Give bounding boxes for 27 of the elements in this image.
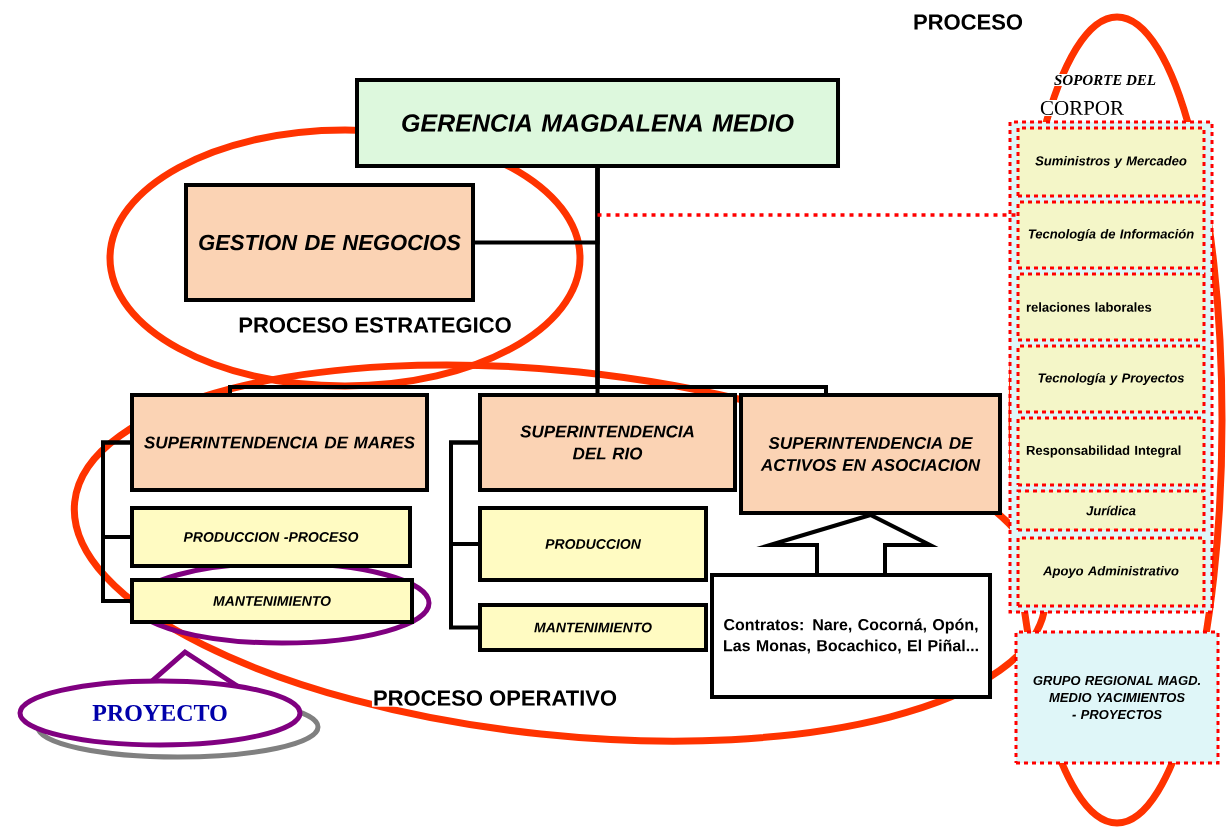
office-box: SUPERINTENDENCIA DEL RIO (478, 393, 737, 492)
support-box: Tecnología y Proyectos (1016, 344, 1206, 414)
unit-box: PRODUCCION -PROCESO (130, 506, 412, 568)
office-box: GESTION DE NEGOCIOS (184, 183, 475, 302)
connector-line (449, 440, 478, 630)
dotted-line (597, 213, 1017, 217)
support-box: Responsabilidad Integral (1016, 416, 1206, 487)
group-box: GRUPO REGIONAL MAGD. MEDIO YACIMIENTOS - PROYECTOS (1014, 630, 1220, 765)
support-box: Tecnología de Información (1016, 200, 1206, 270)
support-box: Apoyo Administrativo (1016, 536, 1206, 608)
support-box: relaciones laborales (1016, 272, 1206, 342)
speech-bubble: PROYECTO (17, 648, 321, 760)
connector-line (101, 440, 130, 603)
process-label: PROCESO ESTRATEGICO (237, 316, 513, 334)
unit-box: MANTENIMIENTO (130, 578, 414, 624)
connector-line (595, 168, 828, 393)
section-label: SOPORTE DEL (1052, 73, 1158, 87)
contracts-box: Contratos: Nare, Cocorná, Opón, Las Monas, Bocachico, El Piñal... (710, 573, 992, 699)
support-box: Jurídica (1016, 489, 1206, 532)
unit-box: MANTENIMIENTO (478, 603, 708, 652)
unit-box: PRODUCCION (478, 506, 708, 582)
office-box: GERENCIA MAGDALENA MEDIO (355, 78, 840, 168)
support-box: Suministros y Mercadeo (1016, 126, 1206, 198)
office-box: SUPERINTENDENCIA DE MARES (130, 393, 429, 492)
office-box: SUPERINTENDENCIA DE ACTIVOS EN ASOCIACION (739, 393, 1002, 515)
process-label: PROCESO OPERATIVO (371, 689, 619, 707)
process-label: PROCESO (912, 13, 1024, 31)
